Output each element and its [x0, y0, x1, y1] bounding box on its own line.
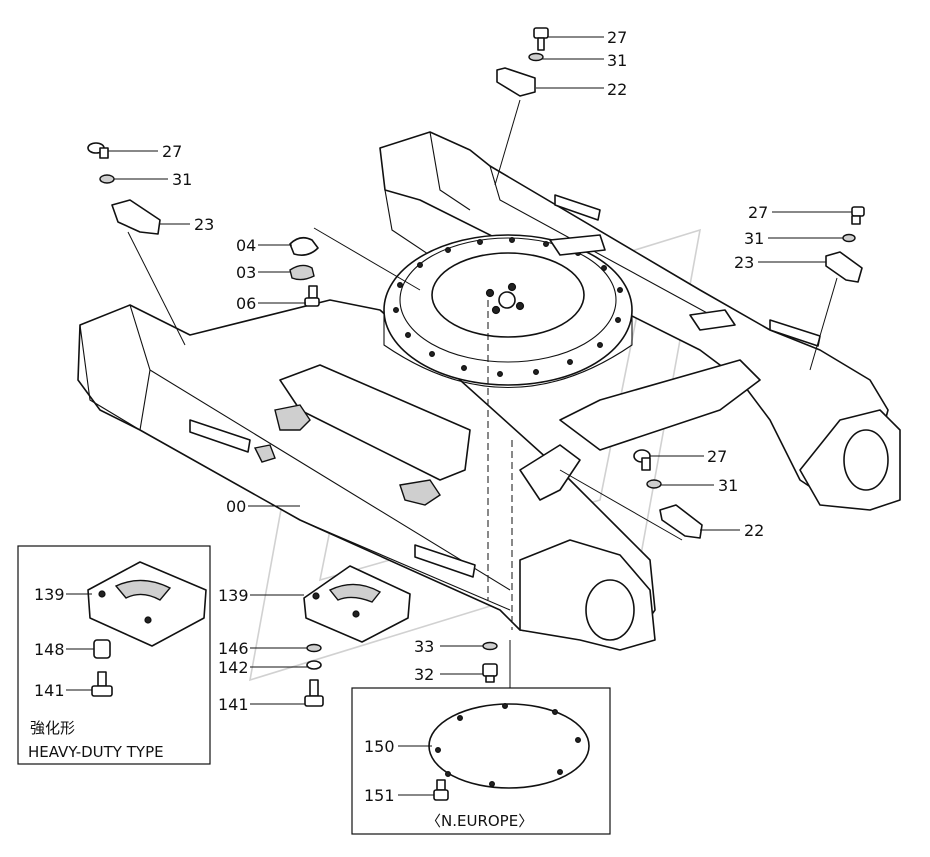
bolt-27-mid: [633, 449, 651, 471]
support-cap-139-heavy: [87, 561, 207, 647]
plate-22-mid: [659, 504, 703, 539]
label-146: 146: [218, 639, 249, 658]
label-22-mid: 22: [744, 521, 764, 540]
label-31-left: 31: [172, 170, 192, 189]
washer-31-top: [528, 52, 544, 62]
under-cover-150: [428, 702, 590, 789]
label-141-heavy: 141: [34, 681, 65, 700]
label-139-heavy: 139: [34, 585, 65, 604]
washer-31-mid: [646, 479, 662, 489]
label-27-mid: 27: [707, 447, 727, 466]
callout-leaders: [66, 36, 852, 796]
label-31-mid: 31: [718, 476, 738, 495]
label-141-standard: 141: [218, 695, 249, 714]
washer-33: [482, 641, 498, 651]
plate-23-right: [825, 251, 863, 283]
n-europe-label: 〈N.EUROPE〉: [426, 812, 533, 830]
washer-31-right: [842, 233, 856, 243]
label-06: 06: [236, 294, 256, 313]
label-142: 142: [218, 658, 249, 677]
bolt-27-left: [87, 142, 109, 159]
label-27-top: 27: [607, 28, 627, 47]
part-number-labels: 27 31 22 27 31 23 27 31 23 04 03 06 27 3…: [34, 28, 768, 805]
plate-04: [289, 236, 319, 256]
label-148: 148: [34, 640, 65, 659]
label-150: 150: [364, 737, 395, 756]
track-frame: [77, 131, 901, 651]
label-27-left: 27: [162, 142, 182, 161]
label-151: 151: [364, 786, 395, 805]
bolt-141-standard: [304, 679, 324, 707]
label-00: 00: [226, 497, 246, 516]
bolt-06: [304, 285, 320, 307]
plate-23-left: [111, 199, 161, 235]
label-31-right: 31: [744, 229, 764, 248]
heavy-duty-en-label: HEAVY-DUTY TYPE: [28, 743, 164, 761]
label-23-left: 23: [194, 215, 214, 234]
block-22-top: [496, 67, 536, 97]
label-04: 04: [236, 236, 256, 255]
label-33: 33: [414, 637, 434, 656]
bolt-141-heavy: [91, 671, 113, 697]
spacer-148: [93, 639, 111, 659]
label-23-right: 23: [734, 253, 754, 272]
label-139-standard: 139: [218, 586, 249, 605]
bolt-151: [433, 779, 449, 801]
n-europe-inset-box: [351, 687, 611, 835]
label-31-top: 31: [607, 51, 627, 70]
bolt-27-right: [851, 206, 865, 225]
bolt-27-top: [533, 27, 549, 51]
washer-146: [306, 643, 322, 653]
washer-31-left: [99, 174, 115, 184]
heavy-duty-inset-box: [17, 545, 211, 765]
cover-03: [289, 264, 315, 281]
label-32: 32: [414, 665, 434, 684]
spring-washer-142: [306, 660, 322, 670]
label-27-right: 27: [748, 203, 768, 222]
label-22-top: 22: [607, 80, 627, 99]
bolt-32: [482, 663, 498, 683]
heavy-duty-jp-label: 強化形: [30, 719, 75, 737]
support-cap-139-standard: [303, 565, 411, 643]
ring-bolt-holes: [393, 237, 623, 378]
label-03: 03: [236, 263, 256, 282]
